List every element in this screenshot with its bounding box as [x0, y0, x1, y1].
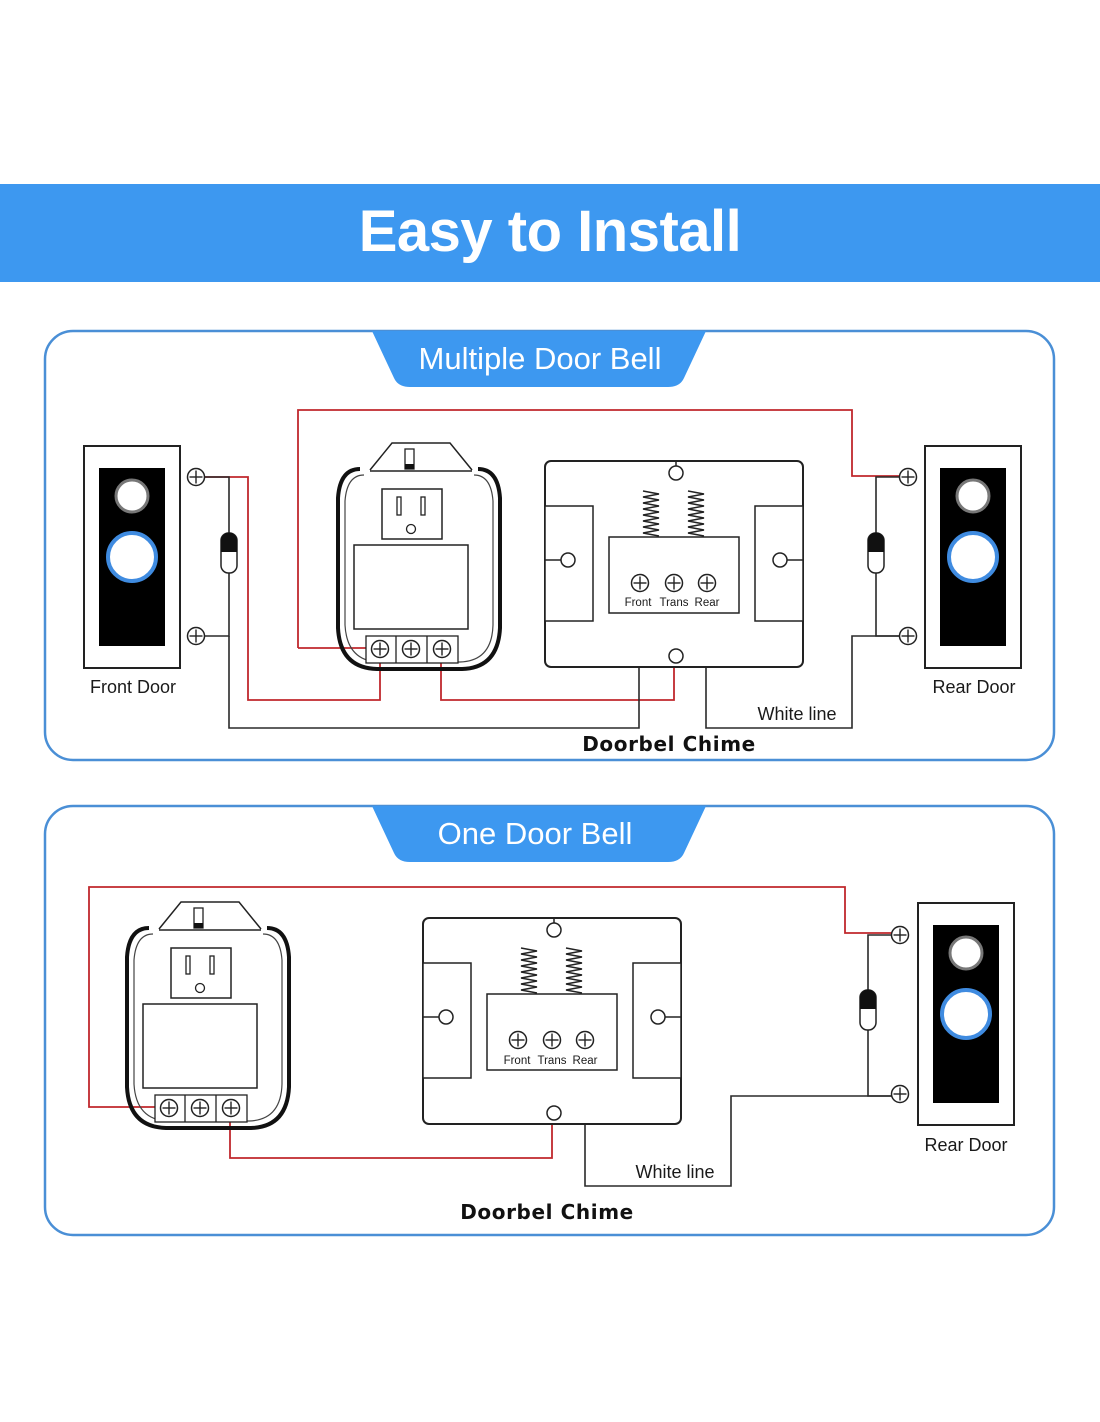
- terminal-trans-label: Trans: [538, 1055, 567, 1067]
- front-doorbell-top-screw-icon: [186, 467, 206, 487]
- chime-title: Doorbel Chime: [460, 1200, 634, 1224]
- front-doorbell-bottom-screw-icon: [186, 626, 206, 646]
- chime-title: Doorbel Chime: [582, 732, 756, 756]
- terminal-rear-label: Rear: [573, 1055, 598, 1067]
- panel-multiple-door-bell: Multiple Door Bell Front Door: [43, 329, 1056, 762]
- panel-title: Multiple Door Bell: [419, 341, 662, 376]
- terminal-rear-label: Rear: [695, 597, 720, 609]
- doorbell-chime: Front Trans Rear Doorbel Chime: [545, 461, 803, 756]
- diode-icon: [220, 531, 238, 574]
- front-doorbell: Front Door: [82, 444, 238, 697]
- rear-doorbell: Rear Door: [867, 444, 1023, 697]
- panel-title-tab: [372, 806, 706, 862]
- panel-title: One Door Bell: [438, 816, 633, 851]
- terminal-trans-label: Trans: [660, 597, 689, 609]
- rear-doorbell-top-screw-icon: [898, 467, 918, 487]
- rear-doorbell-bottom-screw-icon: [890, 1084, 910, 1104]
- terminal-front-label: Front: [504, 1055, 532, 1067]
- diode-icon: [859, 988, 877, 1031]
- rear-door-label: Rear Door: [932, 677, 1015, 697]
- panel-one-door-bell: One Door Bell Front Trans Rear Doorbel C…: [43, 804, 1056, 1237]
- front-door-label: Front Door: [90, 677, 176, 697]
- terminal-front-label: Front: [625, 597, 653, 609]
- white-line-label: White line: [635, 1162, 714, 1182]
- rear-door-label: Rear Door: [924, 1135, 1007, 1155]
- white-line-label: White line: [757, 704, 836, 724]
- rear-doorbell-bottom-screw-icon: [898, 626, 918, 646]
- panel-title-tab: [372, 331, 706, 387]
- page-title: Easy to Install: [358, 199, 742, 264]
- rear-doorbell-top-screw-icon: [890, 925, 910, 945]
- rear-doorbell: Rear Door: [859, 901, 1016, 1155]
- diode-icon: [867, 531, 885, 574]
- header-banner: Easy to Install: [0, 184, 1100, 282]
- doorbell-chime: Front Trans Rear Doorbel Chime: [423, 918, 681, 1224]
